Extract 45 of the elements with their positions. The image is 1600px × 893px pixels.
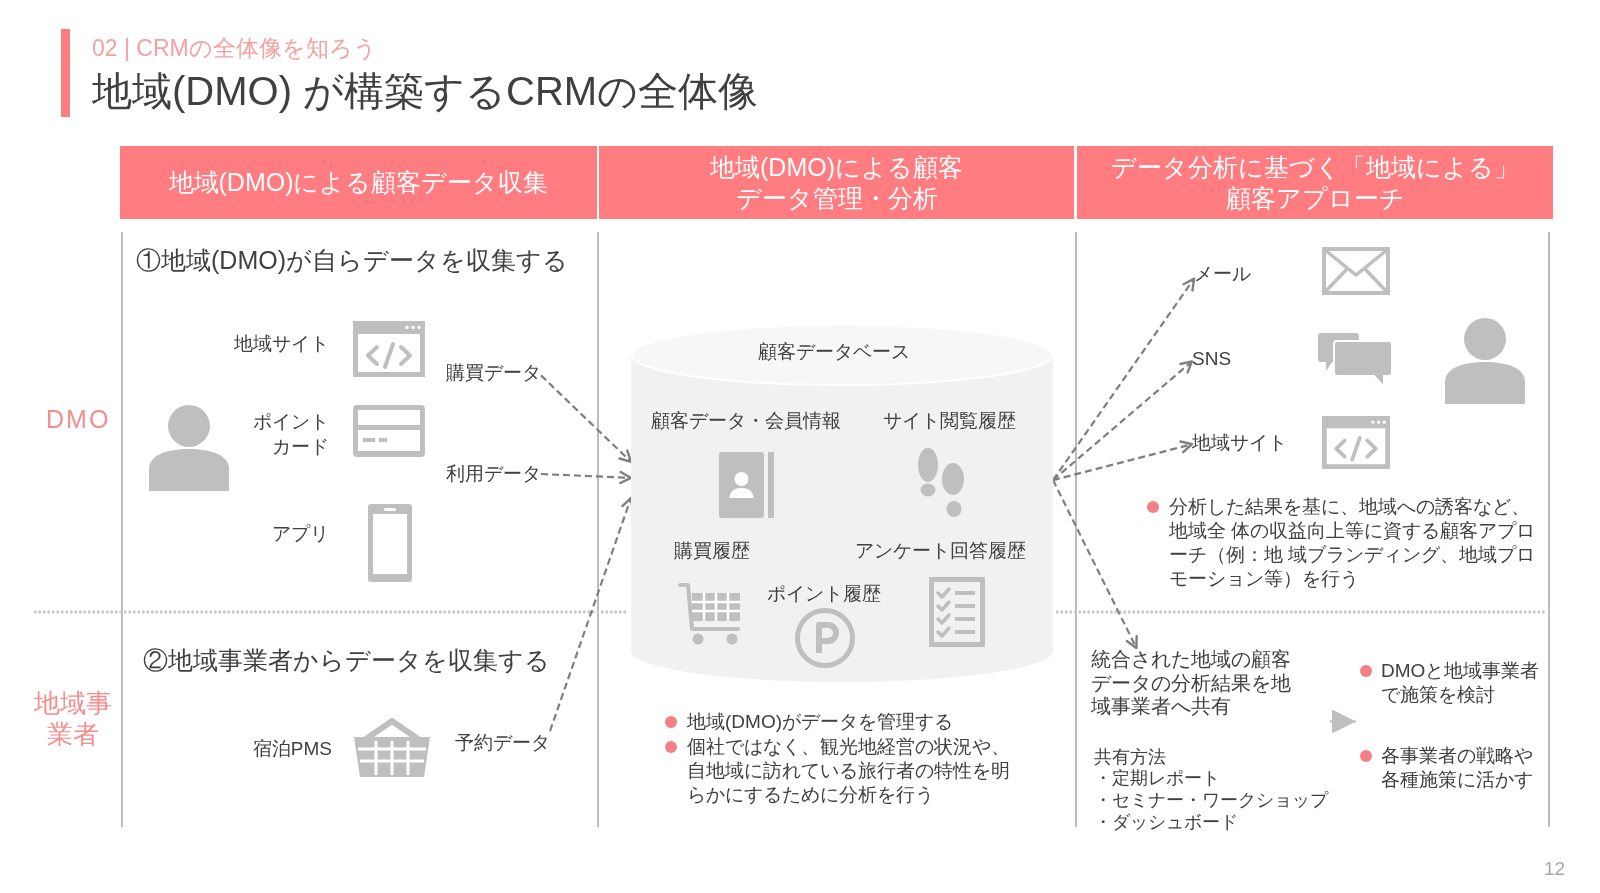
data-category-label: 顧客データ・会員情報: [651, 409, 841, 433]
section-heading: ②地域事業者からデータを収集する: [143, 645, 550, 676]
data-type-label: 利用データ: [446, 462, 541, 486]
data-type-label: 予約データ: [455, 731, 550, 755]
shared-result-text: 統合された地域の顧客データの分析結果を地域事業者へ共有: [1091, 648, 1330, 725]
bullet-text: 地域(DMO)がデータを管理する: [687, 710, 954, 734]
dashed-arrow: [1052, 360, 1194, 481]
list-heading: 共有方法: [1094, 746, 1166, 768]
data-category-label: ポイント履歴: [767, 582, 881, 606]
source-label: 宿泊PMS: [252, 737, 332, 761]
dashed-arrow: [1052, 479, 1138, 650]
section-subtitle: 02 | CRMの全体像を知ろう: [92, 34, 377, 63]
bullet-text: 個社ではなく、観光地経営の状況や、自地域に訪れている旅行者の特性を明らかにするために分析を行う: [687, 735, 1011, 807]
source-label: 地域サイト: [234, 332, 329, 356]
dashed-arrow: [540, 374, 633, 464]
dashed-arrow: [540, 470, 633, 485]
dashed-arrow: [548, 496, 634, 732]
slide-title: 地域(DMO) が構築するCRMの全体像: [92, 68, 759, 115]
channel-label: メール: [1194, 262, 1251, 286]
dashed-arrow: [1052, 277, 1196, 481]
column-header: 地域(DMO)による顧客データ管理・分析: [599, 146, 1074, 219]
data-type-label: 購買データ: [446, 361, 541, 385]
data-category-label: サイト閲覧履歴: [883, 409, 1016, 433]
column-header: データ分析に基づく「地域による」顧客アプローチ: [1077, 146, 1553, 219]
data-category-label: アンケート回答履歴: [855, 539, 1026, 563]
channel-label: SNS: [1192, 347, 1232, 371]
source-label: ポイントカード: [252, 410, 329, 459]
row-label: 地域事業者: [33, 688, 113, 750]
column-header: 地域(DMO)による顧客データ収集: [120, 146, 597, 219]
dashed-arrow: [1052, 440, 1194, 482]
list-item: ・ダッシュボード: [1094, 811, 1238, 833]
database-title: 顧客データベース: [758, 340, 910, 364]
bullet-text: 各事業者の戦略や各種施策に活かす: [1381, 744, 1534, 792]
bullet-text: 分析した結果を基に、地域への誘客など、地域全 体の収益向上等に資する顧客アプローチ（例：地 域ブランディング、地域プロモーション等）を行う: [1169, 495, 1537, 591]
source-label: アプリ: [272, 522, 329, 546]
row-label: DMO: [46, 404, 111, 435]
arrow: [1329, 709, 1357, 734]
channel-label: 地域サイト: [1192, 431, 1287, 455]
data-category-label: 購買履歴: [674, 539, 750, 563]
bullet-text: DMOと地域事業者で施策を検討: [1381, 659, 1541, 707]
list-item: ・セミナー・ワークショップ: [1094, 789, 1328, 811]
section-heading: ①地域(DMO)が自らデータを収集する: [136, 245, 568, 276]
page-number: 12: [1544, 857, 1566, 881]
list-item: ・定期レポート: [1094, 767, 1220, 789]
database-cylinder: [631, 324, 1053, 682]
